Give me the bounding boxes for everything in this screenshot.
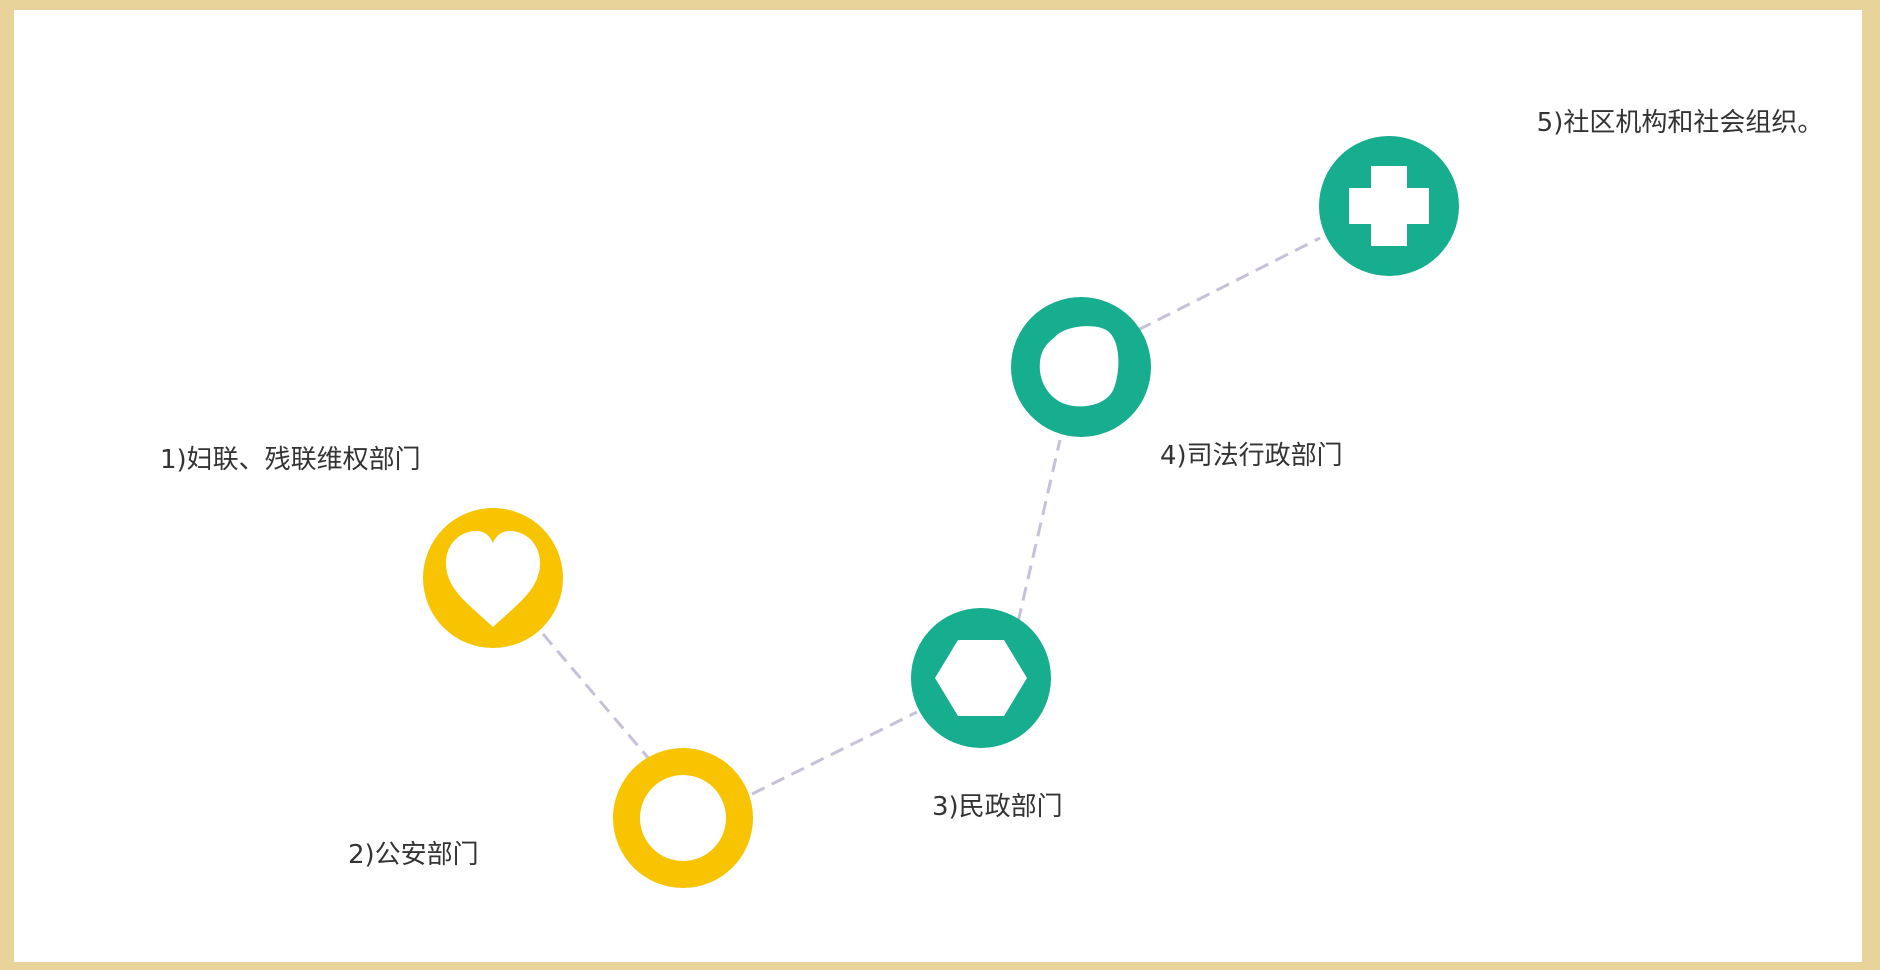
- heart-icon: [446, 531, 540, 627]
- node-3-label: 3)民政部门: [932, 792, 1063, 822]
- node-5-label: 5)社区机构和社会组织。: [1536, 108, 1824, 138]
- cross-icon: [1349, 166, 1429, 246]
- connector-4-5: [1137, 236, 1321, 332]
- node-4: [1011, 297, 1151, 437]
- node-1-label: 1)妇联、残联维权部门: [160, 445, 421, 475]
- node-2: [613, 748, 753, 888]
- node-4-label: 4)司法行政部门: [1160, 441, 1343, 471]
- node-5: [1319, 136, 1459, 276]
- hexagon-icon: [935, 640, 1027, 716]
- node-2-label: 2)公安部门: [348, 840, 479, 870]
- node-1: [423, 508, 563, 648]
- blob-icon: [1039, 326, 1119, 407]
- connector-2-3: [751, 710, 918, 796]
- connector-1-2: [541, 633, 652, 761]
- connector-3-4: [1016, 439, 1062, 623]
- circle-icon: [640, 775, 726, 861]
- node-3: [911, 608, 1051, 748]
